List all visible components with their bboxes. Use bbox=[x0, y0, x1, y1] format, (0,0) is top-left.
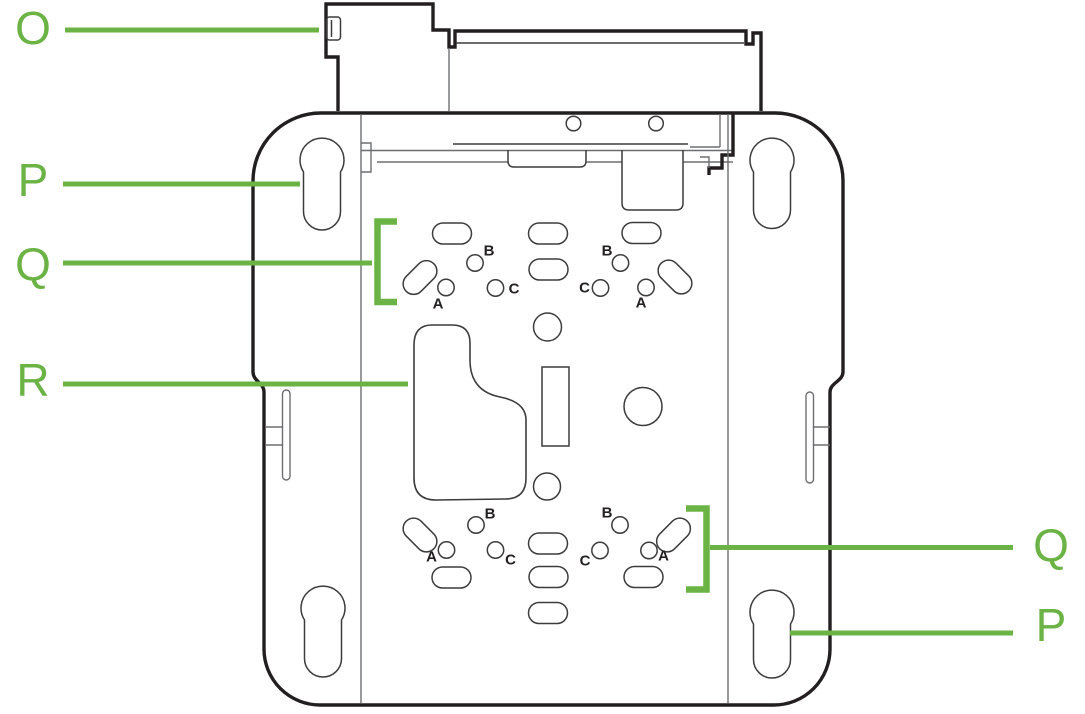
callout-lines bbox=[63, 27, 1013, 636]
keyhole-bottom-right bbox=[749, 589, 795, 679]
slot bbox=[527, 532, 569, 555]
callout-letter-r: R bbox=[16, 354, 50, 406]
side-tab-right-links bbox=[813, 426, 830, 446]
band-tab-large bbox=[621, 150, 684, 211]
latch-screw-hole-left bbox=[565, 115, 582, 132]
slot-diagonal bbox=[402, 259, 438, 296]
top-assembly-fill bbox=[326, 4, 761, 112]
side-tab-left bbox=[281, 389, 291, 481]
screw-hole-b bbox=[611, 516, 629, 534]
center-hole-right bbox=[623, 386, 663, 427]
keyhole-top-left bbox=[299, 137, 345, 231]
screw-hole-a bbox=[437, 541, 456, 559]
bracket-body-fill bbox=[253, 113, 843, 705]
keyhole-bottom-left bbox=[300, 585, 346, 678]
callout-letter-p-right: P bbox=[1035, 599, 1067, 651]
hole-label-b: B bbox=[483, 242, 495, 259]
latch-screw-hole-right bbox=[647, 115, 665, 132]
hole-label-c: C bbox=[579, 279, 590, 297]
slot-diagonal bbox=[655, 517, 692, 553]
hole-label-c: C bbox=[508, 280, 520, 297]
side-tab-right bbox=[805, 391, 815, 484]
slot bbox=[528, 258, 569, 281]
screw-hole-a bbox=[437, 278, 455, 297]
cable-access-cutout bbox=[413, 324, 527, 501]
screw-hole-c bbox=[486, 279, 505, 297]
band-left-step bbox=[361, 142, 372, 173]
screw-hole-b bbox=[467, 516, 485, 534]
slot-diagonal bbox=[402, 517, 438, 553]
screw-hole-b bbox=[466, 254, 484, 272]
latch-step-right bbox=[707, 112, 735, 175]
center-hole-bottom bbox=[532, 472, 562, 501]
callout-letter-o: O bbox=[15, 2, 51, 54]
slot bbox=[527, 601, 569, 625]
screw-hole-c bbox=[591, 541, 609, 560]
screw-hole-c bbox=[486, 541, 505, 559]
security-slot-tab bbox=[325, 16, 342, 41]
slot bbox=[431, 222, 473, 245]
hole-label-a: A bbox=[635, 294, 647, 311]
slot bbox=[621, 221, 662, 245]
callout-letter-q-left: Q bbox=[15, 238, 51, 290]
hole-pattern-upper bbox=[402, 221, 693, 297]
callout-bracket-q-right bbox=[686, 505, 710, 593]
slot bbox=[527, 222, 569, 245]
slot-diagonal bbox=[657, 259, 693, 295]
hole-label-b: B bbox=[601, 242, 613, 259]
bracket-body-outline bbox=[251, 111, 845, 707]
hole-label-b: B bbox=[601, 504, 613, 521]
hole-label-c: C bbox=[579, 552, 591, 569]
slot bbox=[623, 565, 664, 589]
hole-label-a: A bbox=[658, 547, 669, 565]
screw-hole-c bbox=[591, 279, 610, 297]
band-tab-small bbox=[507, 150, 587, 168]
callout-bracket-q-left bbox=[374, 218, 397, 306]
hole-label-a: A bbox=[426, 548, 437, 565]
hole-label-a: A bbox=[432, 295, 444, 313]
callout-letter-p-left: P bbox=[17, 154, 49, 206]
screw-hole-b bbox=[611, 254, 630, 272]
latch-step-right-detail bbox=[690, 114, 721, 168]
side-tab-left-links bbox=[266, 426, 283, 446]
hole-label-c: C bbox=[505, 551, 516, 569]
screw-hole-a bbox=[640, 541, 658, 560]
slot bbox=[431, 566, 472, 589]
screw-hole-a bbox=[637, 278, 655, 297]
keyhole-top-right bbox=[749, 137, 795, 230]
callout-letter-q-right: Q bbox=[1033, 519, 1069, 571]
center-rect-slot bbox=[541, 366, 570, 447]
hole-pattern-lower bbox=[402, 516, 692, 625]
hole-label-b: B bbox=[484, 505, 496, 522]
center-hole-top bbox=[532, 312, 563, 342]
slot bbox=[528, 565, 569, 589]
